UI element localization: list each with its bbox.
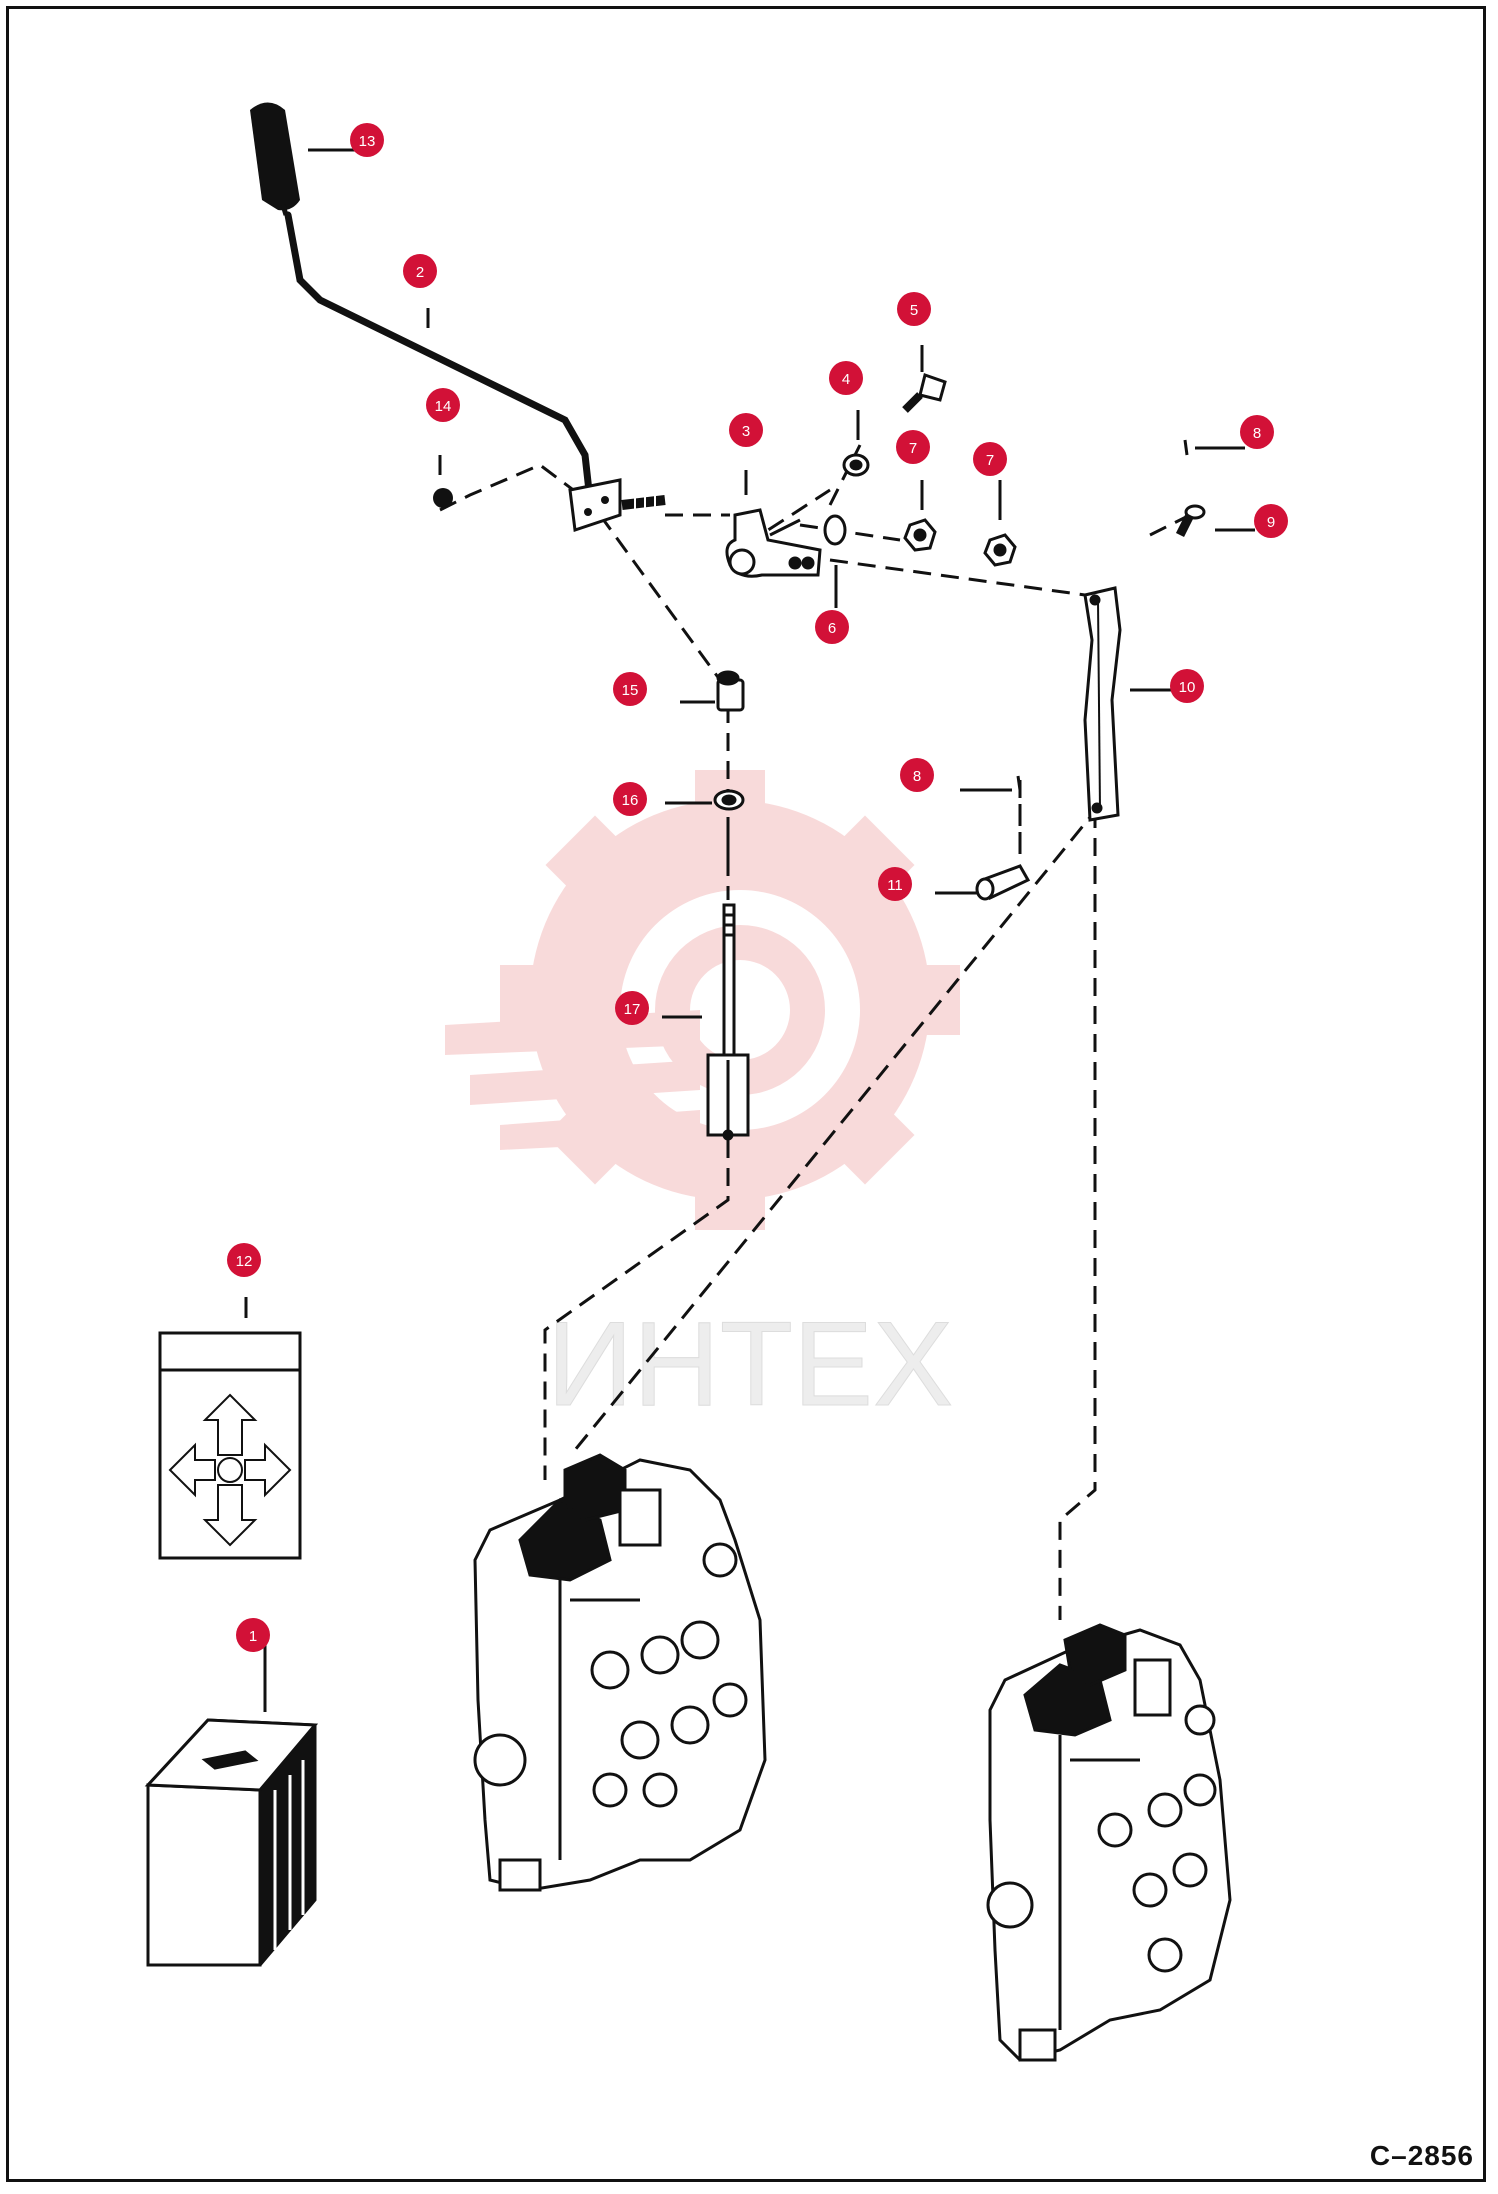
part-nut-7b — [983, 533, 1017, 567]
svg-text:8: 8 — [1253, 425, 1261, 442]
callout-6: 6 — [815, 610, 849, 644]
svg-text:7: 7 — [986, 452, 994, 469]
svg-text:17: 17 — [624, 1001, 641, 1018]
part-washer-6 — [823, 514, 847, 546]
callout-12: 12 — [227, 1243, 261, 1277]
part-lever-bracket — [568, 478, 666, 533]
svg-text:1: 1 — [249, 1628, 257, 1645]
svg-text:4: 4 — [842, 371, 850, 388]
watermark-gear-logo — [445, 770, 960, 1230]
svg-text:15: 15 — [622, 682, 639, 699]
part-control-valve-left — [473, 1453, 767, 1892]
part-control-rod-17 — [706, 903, 750, 1141]
svg-text:9: 9 — [1267, 514, 1275, 531]
callout-8a: 8 — [1240, 415, 1274, 449]
svg-text:7: 7 — [909, 440, 917, 457]
callout-5: 5 — [897, 292, 931, 326]
part-cotter-pin-8a — [1183, 439, 1189, 456]
part-pivot-arm — [725, 508, 822, 578]
part-nut-4 — [842, 453, 870, 477]
part-bolt-5 — [902, 373, 947, 413]
svg-text:2: 2 — [416, 264, 424, 281]
callout-13: 13 — [350, 123, 384, 157]
callout-markers: 13 2 14 3 4 5 7 7 8 9 6 10 15 16 8 11 17… — [227, 123, 1288, 1652]
svg-text:10: 10 — [1179, 679, 1196, 696]
part-nut-7a — [903, 518, 937, 552]
part-clevis-pin-11 — [975, 864, 1031, 901]
callout-3: 3 — [729, 413, 763, 447]
svg-text:6: 6 — [828, 620, 836, 637]
callout-7a: 7 — [896, 430, 930, 464]
part-kit-box-1 — [144, 1718, 319, 1967]
callout-8b: 8 — [900, 758, 934, 792]
part-cotter-pin-8b — [1016, 775, 1022, 791]
part-jam-nut-16 — [713, 789, 745, 811]
part-control-lever — [284, 211, 594, 504]
callout-17: 17 — [615, 991, 649, 1025]
svg-text:13: 13 — [359, 133, 376, 150]
svg-text:12: 12 — [236, 1253, 253, 1270]
svg-text:11: 11 — [887, 877, 903, 894]
part-clevis-pin-9 — [1175, 504, 1206, 538]
leader-lines — [244, 148, 1255, 1712]
part-swivel-15 — [716, 670, 745, 712]
svg-text:8: 8 — [913, 768, 921, 785]
part-ball-nut — [433, 488, 453, 508]
callout-4: 4 — [829, 361, 863, 395]
svg-text:14: 14 — [435, 398, 452, 415]
svg-text:5: 5 — [910, 302, 918, 319]
callout-16: 16 — [613, 782, 647, 816]
callout-10: 10 — [1170, 669, 1204, 703]
svg-text:16: 16 — [622, 792, 639, 809]
part-control-valve-right — [986, 1623, 1232, 2062]
callout-15: 15 — [613, 672, 647, 706]
part-decal-12 — [158, 1331, 302, 1560]
part-handle-knob — [250, 102, 300, 216]
callout-11: 11 — [878, 867, 912, 901]
callout-2: 2 — [403, 254, 437, 288]
callout-9: 9 — [1254, 504, 1288, 538]
svg-text:3: 3 — [742, 423, 750, 440]
callout-7b: 7 — [973, 442, 1007, 476]
figure-code: C–2856 — [1369, 2140, 1474, 2171]
callout-14: 14 — [426, 388, 460, 422]
watermark-text: ИНТЕХ — [547, 1297, 953, 1431]
part-link-bar-10 — [1083, 586, 1122, 822]
callout-1: 1 — [236, 1618, 270, 1652]
